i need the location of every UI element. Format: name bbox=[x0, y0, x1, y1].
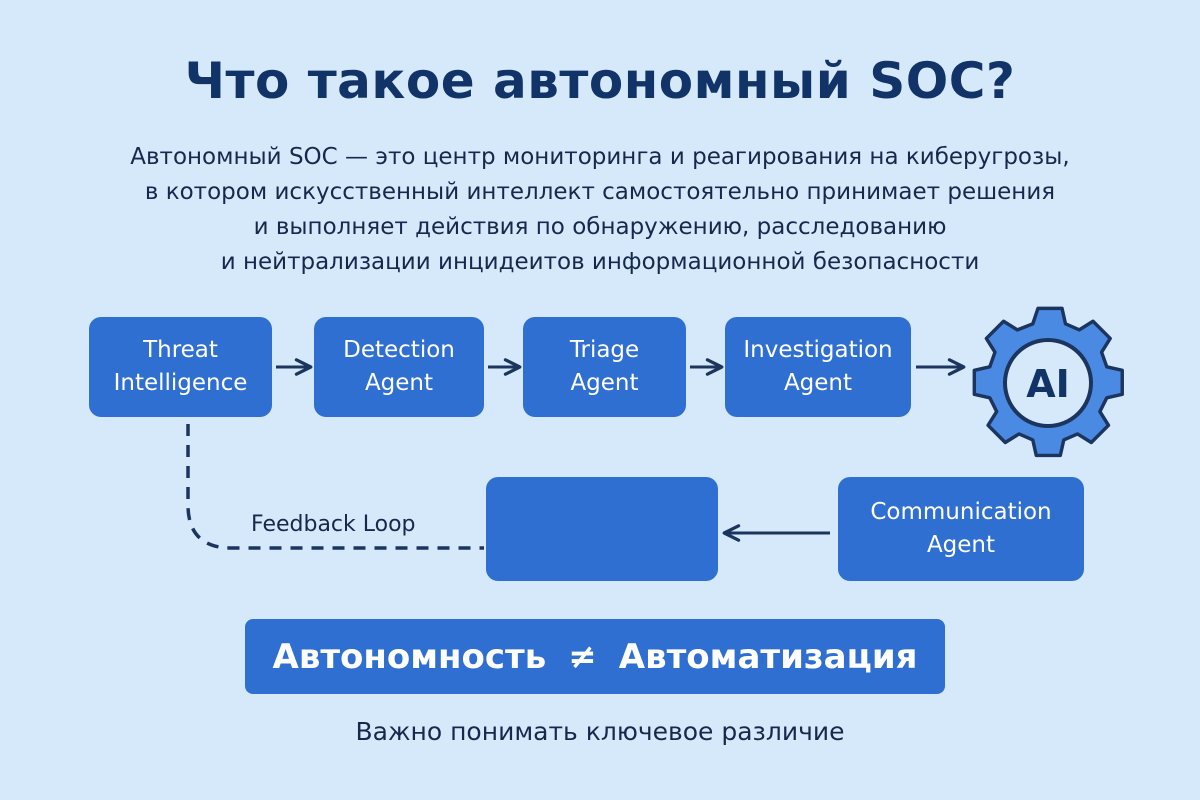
ai-label: AI bbox=[1026, 362, 1070, 406]
autonomy-vs-automation-banner: Автономность ≠ Автоматизация bbox=[245, 619, 945, 694]
triage-agent-line-2: Agent bbox=[570, 370, 639, 396]
description-line-2: в котором искусственный интеллект самост… bbox=[144, 179, 1056, 205]
detection-agent-box: Detection Agent bbox=[314, 317, 484, 417]
key-difference-note: Важно понимать ключевое различие bbox=[355, 717, 845, 746]
feedback-loop-line bbox=[186, 424, 484, 550]
investigation-agent-line-2: Agent bbox=[783, 370, 853, 396]
description-line-1: Автономный SOC — это центр мониторинга и… bbox=[130, 144, 1070, 170]
detection-agent-line-1: Detection bbox=[343, 337, 455, 363]
triage-agent-line-1: Triage bbox=[569, 337, 640, 363]
threat-intelligence-box: Threat Intelligence bbox=[89, 317, 272, 417]
communication-agent-line-1: Communication bbox=[870, 499, 1052, 525]
investigation-agent-box: Investigation Agent bbox=[725, 317, 911, 417]
ai-gear-icon: AI bbox=[972, 306, 1124, 458]
not-equal-icon: ≠ bbox=[568, 636, 597, 677]
description-line-3: и выполняет действия по обнаружению, рас… bbox=[253, 214, 947, 240]
communication-agent-box: Communication Agent bbox=[838, 477, 1084, 581]
triage-agent-box: Triage Agent bbox=[523, 317, 686, 417]
banner-right-term: Автоматизация bbox=[618, 636, 918, 677]
communication-agent-line-2: Agent bbox=[926, 532, 996, 558]
banner-left-term: Автономность bbox=[272, 636, 547, 677]
detection-agent-line-2: Agent bbox=[364, 370, 434, 396]
page-title: Что такое автономный SOC? bbox=[184, 52, 1016, 110]
threat-intelligence-line-2: Intelligence bbox=[113, 370, 248, 396]
feedback-loop-label: Feedback Loop bbox=[251, 512, 416, 537]
investigation-agent-line-1: Investigation bbox=[743, 337, 893, 363]
description-line-4: и нейтрализации инцидеитов информационно… bbox=[220, 249, 980, 275]
threat-intelligence-line-1: Threat bbox=[143, 337, 218, 363]
description: Автономный SOC — это центр мониторинга и… bbox=[0, 140, 1200, 280]
unlabeled-agent-box bbox=[486, 477, 718, 581]
